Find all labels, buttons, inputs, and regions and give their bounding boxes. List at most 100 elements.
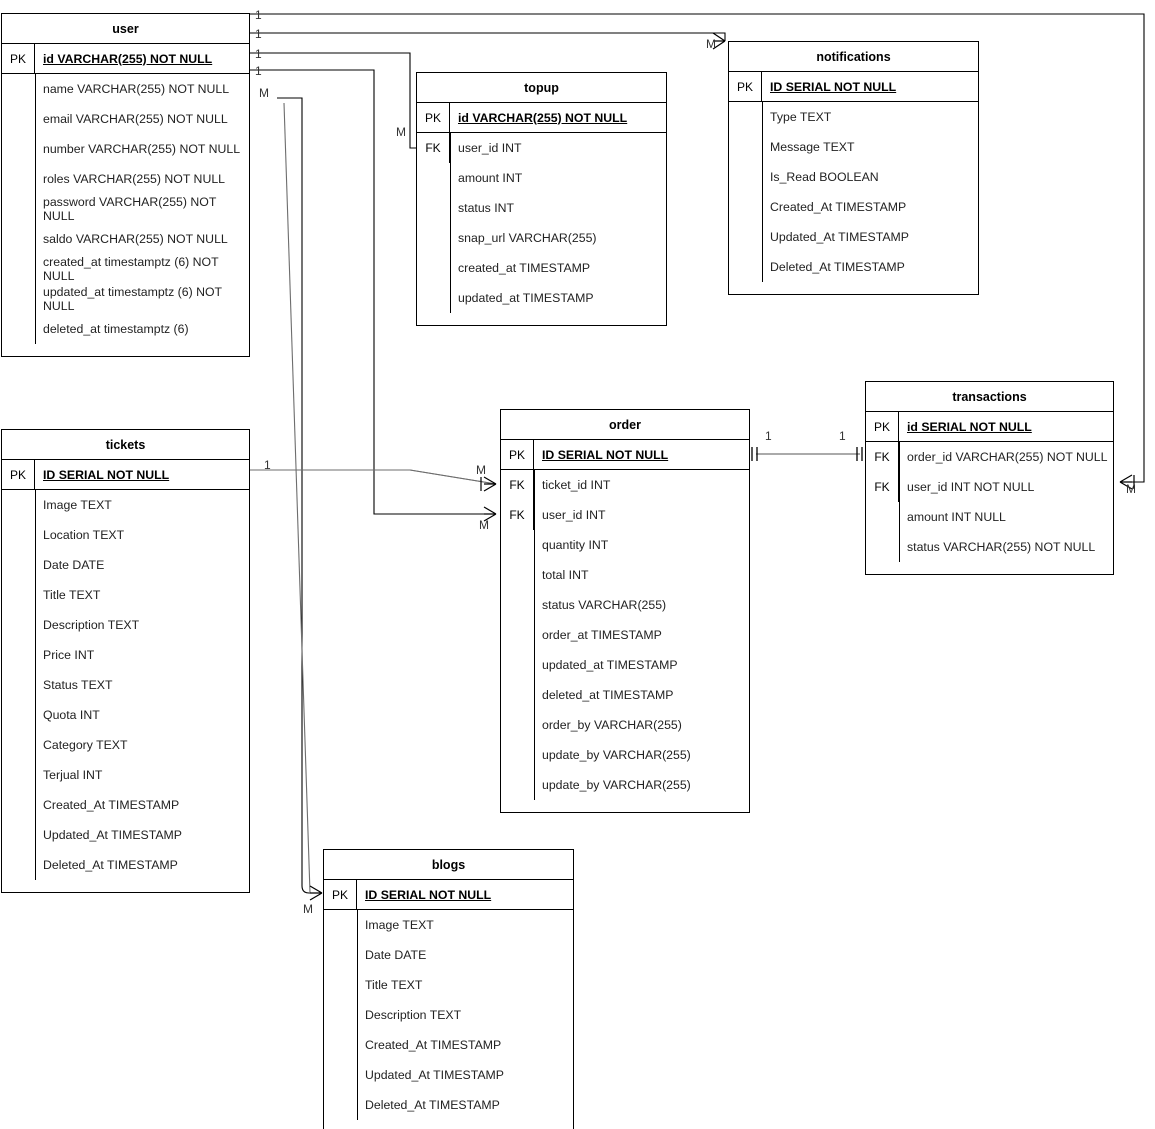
entity-field-row: created_at TIMESTAMP	[417, 253, 666, 283]
fk-badge: FK	[866, 442, 899, 472]
field-name: Date DATE	[365, 948, 427, 962]
field-key-spacer	[2, 550, 35, 580]
pk-field-text: id SERIAL NOT NULL	[907, 419, 1032, 434]
entity-field-row: Created_At TIMESTAMP	[2, 790, 249, 820]
field-key-spacer	[417, 163, 450, 193]
pk-field-name: id SERIAL NOT NULL	[899, 412, 1113, 441]
entity-field-row: Updated_At TIMESTAMP	[324, 1060, 573, 1090]
field-column-divider	[450, 133, 451, 313]
field-key-spacer	[324, 1030, 357, 1060]
entity-field-row: Created_At TIMESTAMP	[324, 1030, 573, 1060]
field-name: Title TEXT	[365, 978, 423, 992]
crowfoot-order-ticket	[480, 476, 497, 492]
rel-user-blogs	[275, 96, 322, 893]
entity-field-row: Is_Read BOOLEAN	[729, 162, 978, 192]
field-key-spacer	[2, 730, 35, 760]
fk-badge: FK	[417, 133, 450, 163]
field-name: Deleted_At TIMESTAMP	[43, 858, 178, 872]
cardinality-label: 1	[839, 429, 846, 443]
pk-field-text: id VARCHAR(255) NOT NULL	[458, 110, 628, 125]
field-key-spacer	[324, 1000, 357, 1030]
field-name: Created_At TIMESTAMP	[365, 1038, 502, 1052]
entity-field-row: Deleted_At TIMESTAMP	[2, 850, 249, 880]
entity-bottom-pad	[2, 880, 249, 892]
fk-badge: FK	[501, 470, 534, 500]
field-name: update_by VARCHAR(255)	[542, 778, 691, 792]
field-name: Price INT	[43, 648, 95, 662]
field-key-spacer	[2, 790, 35, 820]
entity-field-row: saldo VARCHAR(255) NOT NULL	[2, 224, 249, 254]
field-name: Date DATE	[43, 558, 105, 572]
entity-title: topup	[417, 73, 666, 103]
field-name: Status TEXT	[43, 678, 113, 692]
field-key-spacer	[866, 502, 899, 532]
field-name: amount INT NULL	[907, 510, 1006, 524]
field-name: Updated_At TIMESTAMP	[365, 1068, 504, 1082]
entity-field-row: updated_at timestamptz (6) NOT NULL	[2, 284, 249, 314]
field-name: Type TEXT	[770, 110, 832, 124]
rel-user-blogs-path	[277, 97, 322, 894]
field-name: deleted_at TIMESTAMP	[542, 688, 674, 702]
field-key-spacer	[324, 940, 357, 970]
field-name: order_by VARCHAR(255)	[542, 718, 682, 732]
field-name: updated_at TIMESTAMP	[458, 291, 594, 305]
field-name: saldo VARCHAR(255) NOT NULL	[43, 232, 228, 246]
pk-badge: PK	[417, 103, 450, 132]
entity-field-row: update_by VARCHAR(255)	[501, 770, 749, 800]
cardinality-label: M	[706, 37, 716, 51]
field-key-spacer	[324, 1090, 357, 1120]
entity-field-row: updated_at TIMESTAMP	[501, 650, 749, 680]
field-key-spacer	[501, 560, 534, 590]
entity-field-row: total INT	[501, 560, 749, 590]
entity-field-row: Location TEXT	[2, 520, 249, 550]
field-key-spacer	[729, 132, 762, 162]
field-name: Deleted_At TIMESTAMP	[365, 1098, 500, 1112]
field-key-spacer	[729, 192, 762, 222]
entity-field-row: email VARCHAR(255) NOT NULL	[2, 104, 249, 134]
cardinality-label: M	[259, 86, 269, 100]
field-column-divider	[35, 74, 36, 344]
entity-field-row: Deleted_At TIMESTAMP	[729, 252, 978, 282]
pk-field-text: ID SERIAL NOT NULL	[365, 887, 492, 902]
entity-field-row: Created_At TIMESTAMP	[729, 192, 978, 222]
field-key-spacer	[501, 680, 534, 710]
entity-bottom-pad	[729, 282, 978, 294]
pk-badge: PK	[2, 460, 35, 489]
fk-badge: FK	[866, 472, 899, 502]
rel-user-notifications	[250, 32, 726, 41]
field-name: name VARCHAR(255) NOT NULL	[43, 82, 230, 96]
field-name: Category TEXT	[43, 738, 128, 752]
field-key-spacer	[324, 1060, 357, 1090]
field-name: Created_At TIMESTAMP	[43, 798, 180, 812]
entity-field-row: update_by VARCHAR(255)	[501, 740, 749, 770]
field-name: status INT	[458, 201, 515, 215]
entity-title: order	[501, 410, 749, 440]
field-name: number VARCHAR(255) NOT NULL	[43, 142, 241, 156]
entity-title: tickets	[2, 430, 249, 460]
entity-field-row: Category TEXT	[2, 730, 249, 760]
pk-field-text: ID SERIAL NOT NULL	[770, 79, 897, 94]
entity-field-row: Status TEXT	[2, 670, 249, 700]
entity-field-row: Date DATE	[2, 550, 249, 580]
entity-field-row: name VARCHAR(255) NOT NULL	[2, 74, 249, 104]
field-key-spacer	[2, 284, 35, 314]
field-name: status VARCHAR(255) NOT NULL	[907, 540, 1096, 554]
pk-field-name: ID SERIAL NOT NULL	[762, 72, 978, 101]
field-name: update_by VARCHAR(255)	[542, 748, 691, 762]
pk-badge: PK	[324, 880, 357, 909]
field-name: Deleted_At TIMESTAMP	[770, 260, 905, 274]
